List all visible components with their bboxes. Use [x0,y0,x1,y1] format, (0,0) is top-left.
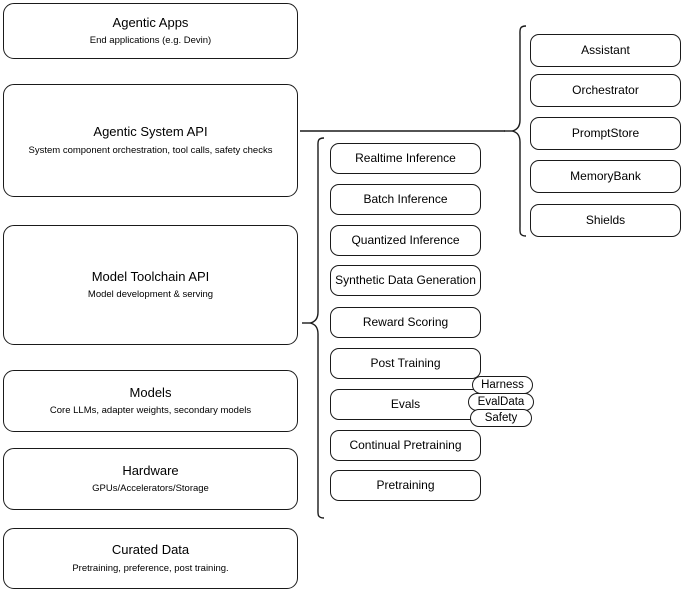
toolchain-title: Continual Pretraining [349,438,462,452]
component-title: Shields [585,213,626,227]
toolchain-title: Evals [390,397,421,411]
layer-box-agentic-apps[interactable]: Agentic Apps End applications (e.g. Devi… [3,3,298,59]
evals-pill-safety[interactable]: Safety [470,409,532,427]
layer-box-models[interactable]: Models Core LLMs, adapter weights, secon… [3,370,298,432]
component-title: Orchestrator [572,83,639,97]
layer-box-agentic-system-api[interactable]: Agentic System API System component orch… [3,84,298,197]
layer-subtitle: Pretraining, preference, post training. [72,562,229,574]
layer-subtitle: Core LLMs, adapter weights, secondary mo… [49,405,252,417]
layer-box-hardware[interactable]: Hardware GPUs/Accelerators/Storage [3,448,298,510]
toolchain-box-post-training[interactable]: Post Training [330,348,481,379]
toolchain-box-quantized-inference[interactable]: Quantized Inference [330,225,481,256]
layer-box-curated-data[interactable]: Curated Data Pretraining, preference, po… [3,528,298,589]
bracket-toolchain-components [302,137,325,519]
layer-box-model-toolchain-api[interactable]: Model Toolchain API Model development & … [3,225,298,345]
component-title: PromptStore [571,126,640,140]
layer-title: Hardware [122,462,179,478]
toolchain-title: Batch Inference [363,192,448,206]
bracket-system-components [504,25,527,237]
toolchain-box-realtime-inference[interactable]: Realtime Inference [330,143,481,174]
layer-title: Curated Data [111,542,190,558]
toolchain-title: Quantized Inference [351,233,460,247]
toolchain-title: Post Training [370,356,441,370]
layer-subtitle: End applications (e.g. Devin) [89,35,212,47]
component-box-assistant[interactable]: Assistant [530,34,681,67]
layer-subtitle: System component orchestration, tool cal… [28,144,273,156]
toolchain-title: Synthetic Data Generation [335,273,476,287]
layer-subtitle: Model development & serving [87,289,214,301]
toolchain-box-reward-scoring[interactable]: Reward Scoring [330,307,481,338]
component-box-shields[interactable]: Shields [530,204,681,237]
toolchain-box-pretraining[interactable]: Pretraining [330,470,481,501]
layer-subtitle: GPUs/Accelerators/Storage [92,483,209,495]
toolchain-title: Reward Scoring [362,315,449,329]
component-box-memorybank[interactable]: MemoryBank [530,160,681,193]
component-title: MemoryBank [570,169,641,183]
layer-title: Agentic System API [93,124,208,140]
layer-title: Agentic Apps [112,14,189,30]
toolchain-box-synthetic-data-generation[interactable]: Synthetic Data Generation [330,265,481,296]
layer-title: Model Toolchain API [91,268,210,284]
component-box-promptstore[interactable]: PromptStore [530,117,681,150]
toolchain-title: Realtime Inference [355,151,456,165]
component-box-orchestrator[interactable]: Orchestrator [530,74,681,107]
toolchain-box-continual-pretraining[interactable]: Continual Pretraining [330,430,481,461]
toolchain-title: Pretraining [376,478,435,492]
layer-title: Models [129,384,172,400]
connector-system-api-to-components [300,130,505,132]
toolchain-box-evals[interactable]: Evals [330,389,481,420]
evals-pill-harness[interactable]: Harness [472,376,533,394]
component-title: Assistant [581,43,630,57]
toolchain-box-batch-inference[interactable]: Batch Inference [330,184,481,215]
